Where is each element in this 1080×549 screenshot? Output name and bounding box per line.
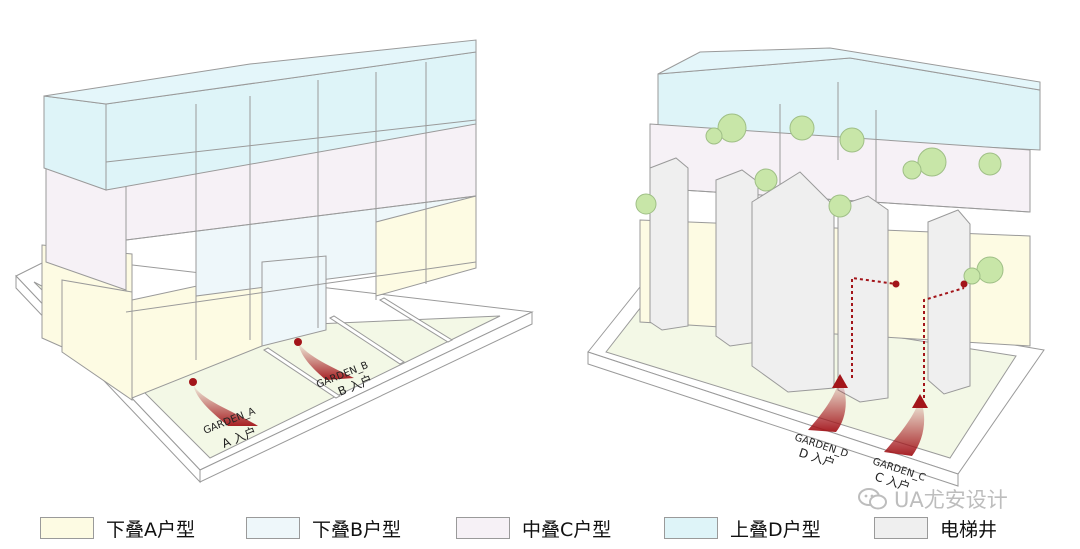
left-side-tier-b2 bbox=[261, 255, 327, 347]
legend-swatch bbox=[664, 517, 718, 539]
left-front-tier-a2 bbox=[61, 279, 133, 401]
tree-icon bbox=[839, 127, 865, 153]
garden-c-path bbox=[923, 287, 965, 398]
legend-item-type-d: 上叠D户型 bbox=[664, 513, 821, 543]
trees bbox=[635, 113, 1004, 285]
garden-a-entry-arrow bbox=[193, 384, 258, 426]
left-garden-wall bbox=[378, 297, 454, 343]
elevator-shaft bbox=[751, 171, 835, 393]
right-building bbox=[587, 47, 1045, 487]
right-plinth-front bbox=[587, 351, 959, 487]
elevator-shaft bbox=[649, 157, 689, 331]
legend-label: 上叠D户型 bbox=[730, 518, 821, 541]
legend-label: 下叠B户型 bbox=[312, 518, 402, 541]
tree-icon bbox=[635, 193, 657, 215]
left-building bbox=[15, 39, 534, 484]
legend-swatch bbox=[456, 517, 510, 539]
tree-icon bbox=[978, 152, 1002, 176]
legend-swatch bbox=[40, 517, 94, 539]
legend-item-type-b: 下叠B户型 bbox=[246, 513, 401, 543]
garden-d-entry-arrow bbox=[808, 378, 846, 432]
tree-icon bbox=[789, 115, 815, 141]
left-garden-wall bbox=[328, 315, 406, 365]
legend-item-type-c: 中叠C户型 bbox=[456, 513, 611, 543]
left-plinth-right bbox=[199, 311, 533, 483]
elevator-shaft bbox=[927, 209, 971, 395]
tree-icon bbox=[963, 267, 981, 285]
right-back-roof bbox=[657, 47, 1041, 91]
tree-icon bbox=[754, 168, 778, 192]
legend-swatch bbox=[874, 517, 928, 539]
watermark-text: UA尤安设计 bbox=[894, 488, 1008, 512]
elevator-shaft bbox=[837, 195, 889, 403]
legend-label: 下叠A户型 bbox=[106, 518, 195, 541]
legend-item-type-a: 下叠A户型 bbox=[40, 513, 195, 543]
left-entry-arrows bbox=[189, 338, 354, 426]
tree-icon bbox=[705, 127, 723, 145]
wechat-icon bbox=[858, 488, 887, 510]
left-roof bbox=[43, 39, 477, 105]
legend-swatch bbox=[246, 517, 300, 539]
tree-icon bbox=[717, 113, 747, 143]
tree-icon bbox=[828, 194, 852, 218]
tree-icon bbox=[976, 256, 1004, 284]
right-entry-paths bbox=[851, 276, 965, 398]
legend: 下叠A户型 下叠B户型 中叠C户型 上叠D户型 电梯井 bbox=[0, 513, 1080, 543]
garden-c-entry-arrow bbox=[884, 398, 925, 456]
legend-label: 电梯井 bbox=[940, 518, 998, 541]
legend-label: 中叠C户型 bbox=[522, 518, 612, 541]
watermark: UA尤安设计 bbox=[858, 484, 1008, 514]
tree-icon bbox=[917, 147, 947, 177]
legend-item-elevator: 电梯井 bbox=[874, 513, 997, 543]
left-garden-wall bbox=[263, 347, 341, 399]
garden-b-entry-arrow bbox=[298, 342, 354, 380]
tree-icon bbox=[902, 160, 922, 180]
